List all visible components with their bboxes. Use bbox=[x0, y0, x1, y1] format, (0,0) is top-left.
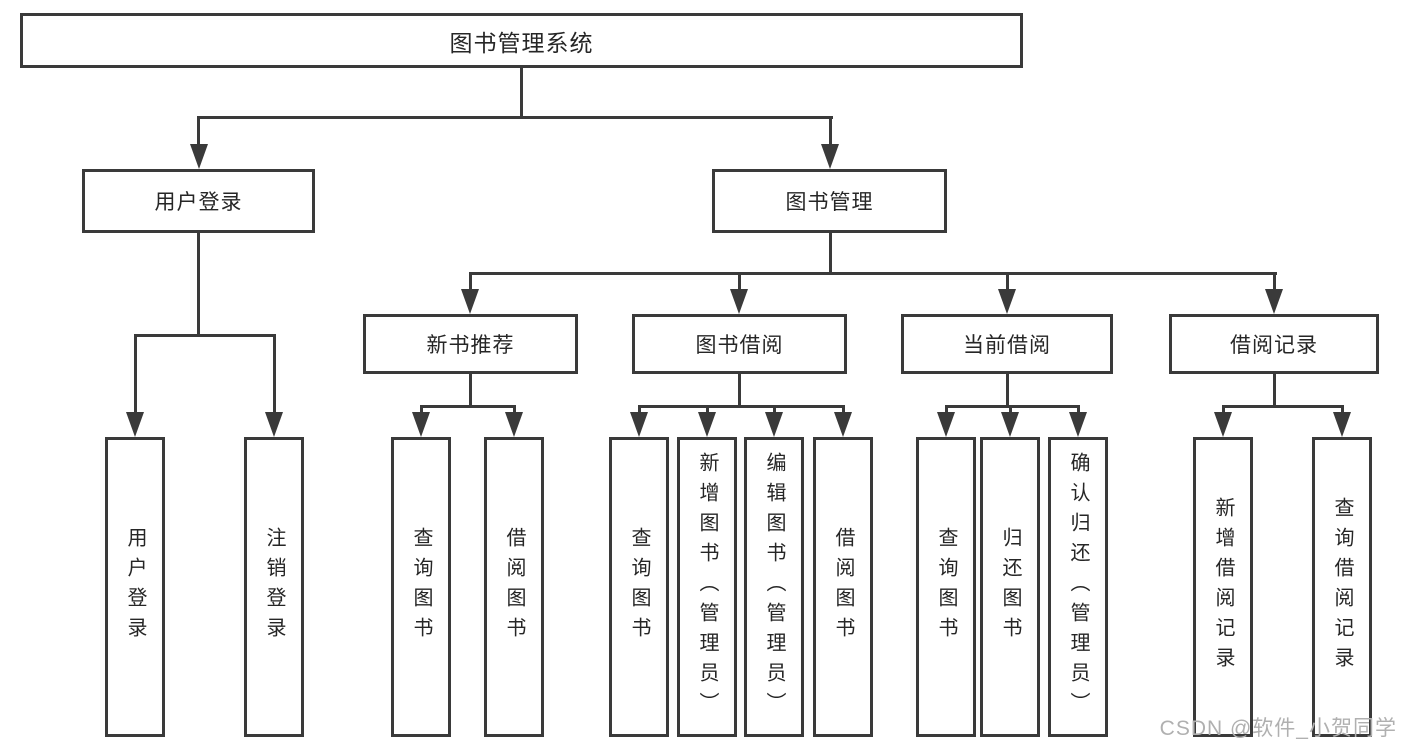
node-new-book-rec: 新书推荐 bbox=[363, 314, 578, 374]
leaf-cur-query-books: 查询图书 bbox=[916, 437, 976, 737]
connector-trunk-book-mgmt bbox=[829, 233, 832, 274]
arrowhead-bor-borrow-icon bbox=[834, 412, 852, 437]
leaf-bor-borrow-books: 借阅图书 bbox=[813, 437, 873, 737]
node-root: 图书管理系统 bbox=[20, 13, 1023, 68]
leaf-user-login: 用户登录 bbox=[105, 437, 165, 737]
connector-stub-cur-confirm bbox=[1077, 405, 1080, 414]
connector-hbar-current-borrow bbox=[945, 405, 1080, 408]
arrowhead-new-book-rec-icon bbox=[461, 289, 479, 314]
node-book-borrow-label: 图书借阅 bbox=[695, 334, 784, 357]
arrowhead-bor-query-icon bbox=[630, 412, 648, 437]
arrowhead-borrow-records-icon bbox=[1265, 289, 1283, 314]
leaf-bor-edit-books-label: 编辑图书（管理员） bbox=[763, 452, 785, 722]
connector-trunk-root bbox=[520, 68, 523, 117]
leaf-rec-query-books-label: 查询图书 bbox=[410, 527, 432, 647]
connector-trunk-borrow-records bbox=[1273, 374, 1276, 407]
connector-stub-leaf-logout bbox=[273, 334, 276, 414]
connector-stub-bor-edit bbox=[773, 405, 776, 414]
arrowhead-book-mgmt-icon bbox=[821, 144, 839, 169]
leaf-rec-query-books: 查询图书 bbox=[391, 437, 451, 737]
connector-hbar-borrow-records bbox=[1222, 405, 1344, 408]
connector-stub-cur-return bbox=[1009, 405, 1012, 414]
connector-hbar-book-borrow bbox=[638, 405, 845, 408]
leaf-cur-query-books-label: 查询图书 bbox=[935, 527, 957, 647]
node-user-login: 用户登录 bbox=[82, 169, 315, 233]
node-new-book-rec-label: 新书推荐 bbox=[426, 334, 515, 357]
node-current-borrow-label: 当前借阅 bbox=[963, 334, 1051, 357]
leaf-cur-confirm-return: 确认归还（管理员） bbox=[1048, 437, 1108, 737]
arrowhead-cur-return-icon bbox=[1001, 412, 1019, 437]
arrowhead-leaf-user-login-icon bbox=[126, 412, 144, 437]
arrowhead-book-borrow-icon bbox=[730, 289, 748, 314]
csdn-watermark: CSDN @软件_小贺同学 bbox=[1159, 717, 1397, 740]
connector-trunk-user-login bbox=[197, 233, 200, 336]
leaf-cur-confirm-return-label: 确认归还（管理员） bbox=[1067, 452, 1089, 722]
connector-stub-cur-query bbox=[945, 405, 948, 414]
arrowhead-leaf-logout-icon bbox=[265, 412, 283, 437]
leaf-rec-borrow-books: 借阅图书 bbox=[484, 437, 544, 737]
node-root-label: 图书管理系统 bbox=[449, 29, 594, 56]
leaf-query-borrow-record-label: 查询借阅记录 bbox=[1331, 497, 1353, 677]
node-borrow-records: 借阅记录 bbox=[1169, 314, 1379, 374]
node-book-mgmt-label: 图书管理 bbox=[785, 191, 874, 214]
node-user-login-label: 用户登录 bbox=[154, 191, 243, 214]
leaf-logout-label: 注销登录 bbox=[263, 527, 285, 647]
leaf-query-borrow-record: 查询借阅记录 bbox=[1312, 437, 1372, 737]
node-current-borrow: 当前借阅 bbox=[901, 314, 1113, 374]
leaf-bor-query-books: 查询图书 bbox=[609, 437, 669, 737]
leaf-bor-query-books-label: 查询图书 bbox=[628, 527, 650, 647]
leaf-cur-return-books: 归还图书 bbox=[980, 437, 1040, 737]
arrowhead-user-login-icon bbox=[190, 144, 208, 169]
connector-stub-book-borrow bbox=[738, 272, 741, 291]
connector-trunk-current-borrow bbox=[1006, 374, 1009, 407]
connector-stub-leaf-user-login bbox=[134, 334, 137, 414]
arrowhead-cur-query-icon bbox=[937, 412, 955, 437]
leaf-add-borrow-record-label: 新增借阅记录 bbox=[1212, 497, 1234, 677]
leaf-bor-borrow-books-label: 借阅图书 bbox=[832, 527, 854, 647]
connector-stub-borrow-records bbox=[1273, 272, 1276, 291]
leaf-bor-add-books: 新增图书（管理员） bbox=[677, 437, 737, 737]
connector-hbar-new-book-rec bbox=[420, 405, 516, 408]
connector-stub-rec-borrow bbox=[513, 405, 516, 414]
connector-stub-bor-borrow bbox=[842, 405, 845, 414]
connector-stub-new-book-rec bbox=[469, 272, 472, 291]
leaf-add-borrow-record: 新增借阅记录 bbox=[1193, 437, 1253, 737]
connector-hbar-level2 bbox=[469, 272, 1277, 275]
arrowhead-bor-edit-icon bbox=[765, 412, 783, 437]
connector-stub-bor-add bbox=[706, 405, 709, 414]
connector-trunk-new-book-rec bbox=[469, 374, 472, 407]
arrowhead-rec-query-icon bbox=[412, 412, 430, 437]
node-book-mgmt: 图书管理 bbox=[712, 169, 947, 233]
connector-stub-rec-query bbox=[420, 405, 423, 414]
leaf-logout: 注销登录 bbox=[244, 437, 304, 737]
connector-trunk-book-borrow bbox=[738, 374, 741, 407]
arrowhead-cur-confirm-icon bbox=[1069, 412, 1087, 437]
arrowhead-add-record-icon bbox=[1214, 412, 1232, 437]
node-book-borrow: 图书借阅 bbox=[632, 314, 847, 374]
leaf-user-login-label: 用户登录 bbox=[124, 527, 146, 647]
leaf-bor-edit-books: 编辑图书（管理员） bbox=[744, 437, 804, 737]
connector-stub-query-record bbox=[1341, 405, 1344, 414]
arrowhead-rec-borrow-icon bbox=[505, 412, 523, 437]
connector-stub-add-record bbox=[1222, 405, 1225, 414]
arrowhead-current-borrow-icon bbox=[998, 289, 1016, 314]
connector-hbar-user-login bbox=[134, 334, 276, 337]
leaf-bor-add-books-label: 新增图书（管理员） bbox=[696, 452, 718, 722]
arrowhead-query-record-icon bbox=[1333, 412, 1351, 437]
connector-hbar-level1 bbox=[197, 116, 833, 119]
node-borrow-records-label: 借阅记录 bbox=[1230, 334, 1318, 357]
connector-stub-current-borrow bbox=[1006, 272, 1009, 291]
connector-stub-bor-query bbox=[638, 405, 641, 414]
connector-stub-user-login bbox=[197, 116, 200, 146]
leaf-rec-borrow-books-label: 借阅图书 bbox=[503, 527, 525, 647]
leaf-cur-return-books-label: 归还图书 bbox=[999, 527, 1021, 647]
arrowhead-bor-add-icon bbox=[698, 412, 716, 437]
connector-stub-book-mgmt bbox=[829, 116, 832, 146]
